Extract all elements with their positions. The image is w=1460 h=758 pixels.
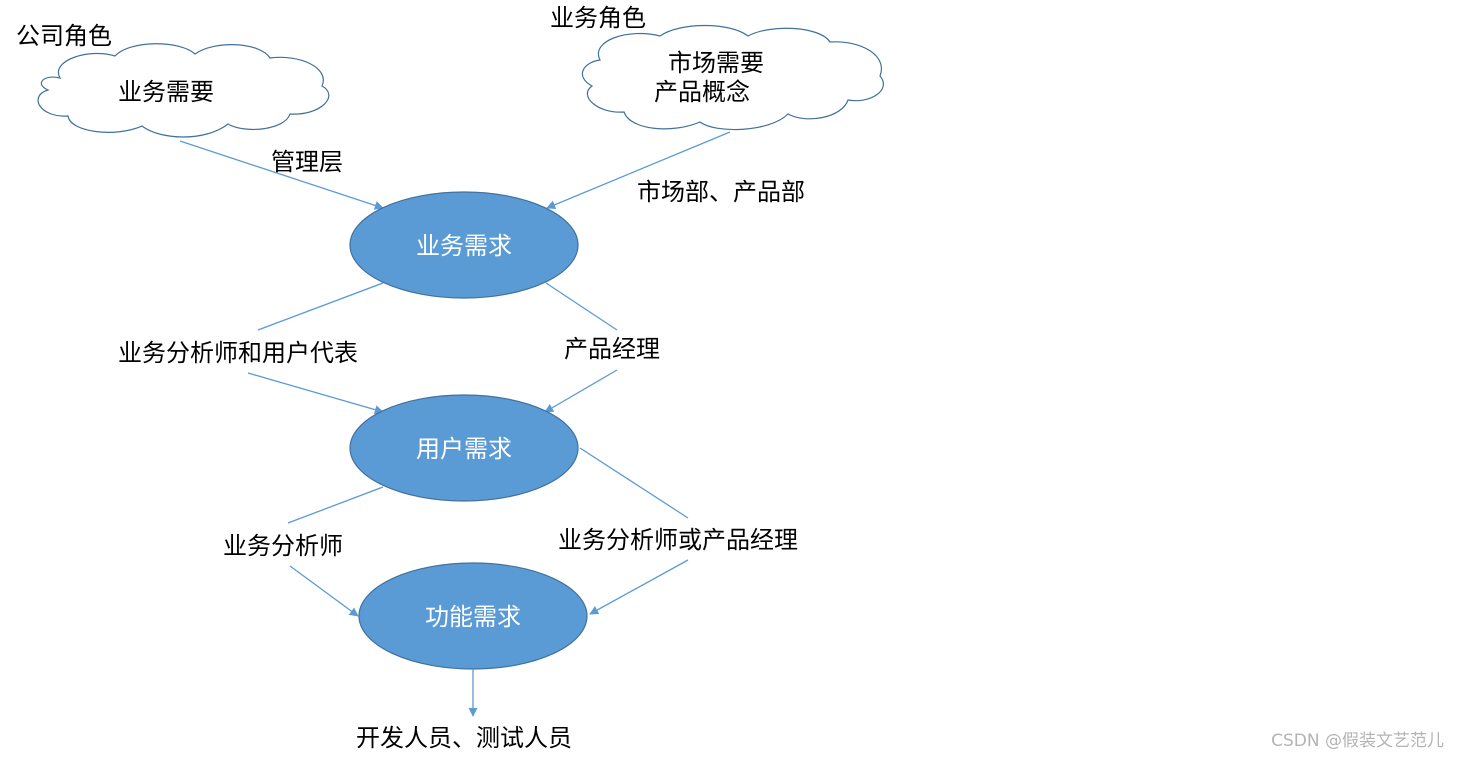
edge-market-need-to-business-req [546,131,731,210]
ba-and-user-rep-label: 业务分析师和用户代表 [118,339,358,367]
csdn-watermark: CSDN @假装文艺范儿 [1271,731,1444,751]
edge-business-need-to-business-req [179,140,384,210]
edge-user-req-to-ba-label [287,486,384,524]
business-requirement-text: 业务需求 [416,232,512,260]
edge-pm-label-to-user-req [544,369,618,413]
business-analyst-label: 业务分析师 [223,532,343,560]
dev-test-staff-label: 开发人员、测试人员 [356,724,572,752]
ba-or-pm-label: 业务分析师或产品经理 [558,526,798,554]
functional-requirement-node: 功能需求 [358,562,588,670]
business-requirement-node: 业务需求 [349,191,579,299]
user-requirement-node: 用户需求 [349,394,579,502]
edge-user-req-to-ba-pm-label [579,447,689,519]
product-concept-text: 产品概念 [654,78,750,106]
edge-business-req-to-ba-label [257,282,384,331]
market-need-text: 市场需要 [668,49,764,77]
product-manager-label: 产品经理 [564,335,660,363]
user-requirement-text: 用户需求 [416,435,512,463]
market-product-dept-label: 市场部、产品部 [637,178,805,206]
business-need-text: 业务需要 [118,78,214,106]
edge-business-req-to-pm-label [545,282,618,331]
business-need-cloud: 业务需要 [37,43,330,138]
edge-ba-label-to-user-req [247,372,384,415]
functional-requirement-text: 功能需求 [425,603,521,631]
edge-ba-label-to-functional-req [289,565,359,617]
edge-ba-pm-label-to-functional-req [589,559,689,615]
management-label: 管理层 [271,148,343,176]
company-role-label: 公司角色 [16,22,112,50]
business-role-label: 业务角色 [550,4,646,32]
market-need-cloud: 市场需要 产品概念 [581,24,884,131]
